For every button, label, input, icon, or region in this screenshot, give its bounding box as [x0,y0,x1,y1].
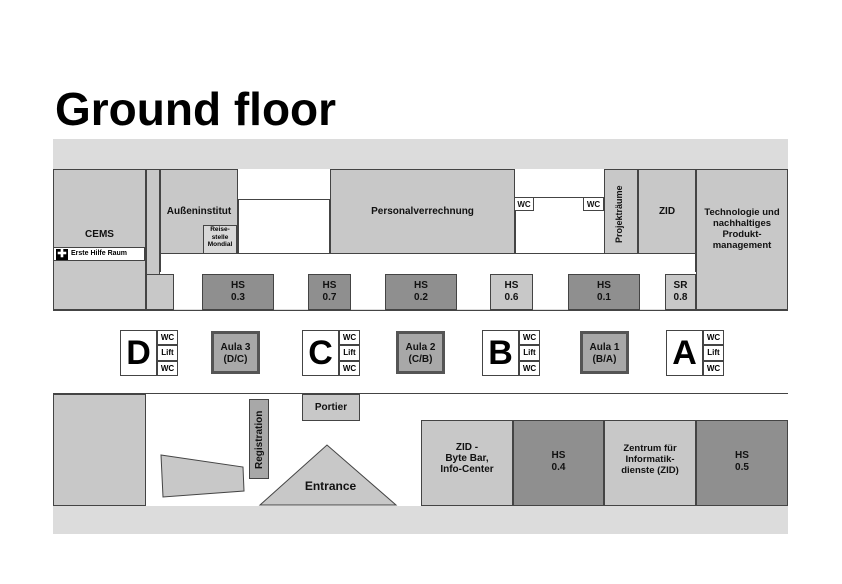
block-c-wc-bottom: WC [339,360,360,376]
room-projekt[interactable]: Projekträume [604,169,638,254]
aula-2-sub: (C/B) [408,354,433,365]
aula-1-name: Aula 1 [589,342,620,353]
zentrum-zid-label: Zentrum für Informatik- dienste (ZID) [621,443,679,476]
room-reisestelle[interactable]: Reise- stelle Mondial [203,225,237,254]
room-zid[interactable]: ZID [638,169,696,254]
portier-label: Portier [314,402,348,413]
room-personal[interactable] [330,169,515,254]
hs-0-1-num: 0.1 [597,292,611,303]
block-d-lift: Lift [157,345,178,361]
hs-0-7-num: 0.7 [322,292,337,303]
block-b-lift: Lift [519,345,540,361]
bottom-band [53,506,788,534]
block-b-wc-top: WC [519,330,540,346]
lecture-hall-0-1[interactable] [568,274,640,310]
hs-0-5-num: 0.5 [735,462,749,473]
sr-0-8-num: 0.8 [673,292,688,303]
room-tech-label: Technologie und nachhaltiges Produkt-man… [704,207,780,251]
room-projekt-label: Projekträume [614,185,624,243]
block-c[interactable]: C [302,330,339,376]
hs-0-1-name: HS [597,280,611,291]
seminar-room-0-8[interactable] [665,274,696,310]
aula-2[interactable] [396,331,445,374]
block-d-wc-bottom: WC [157,360,178,376]
page-title: Ground floor [55,83,337,135]
portier[interactable]: Portier [302,394,360,421]
room-aussen-label: Außeninstitut [166,206,232,217]
lecture-hall-0-5[interactable] [696,420,788,506]
room-blank-1 [238,199,330,254]
hs-0-6-name: HS [504,280,519,291]
aula-1-sub: (B/A) [592,354,617,365]
room-cems[interactable] [53,169,146,310]
lecture-hall-0-2[interactable] [385,274,457,310]
aula-1[interactable] [580,331,629,374]
block-b-wc-bottom: WC [519,360,540,376]
aula-3[interactable] [211,331,260,374]
floor-plan: CEMS ✚ Erste Hilfe Raum Außeninstitut Re… [53,139,788,534]
room-cems-label: CEMS [85,229,114,240]
room-bottom-left [53,394,146,506]
hs-0-2-name: HS [414,280,428,291]
aula-3-sub: (D/C) [223,354,248,365]
block-b[interactable]: B [482,330,519,376]
hs-0-5-name: HS [735,450,749,461]
wc-top-right: WC [583,197,604,211]
lecture-hall-0-6[interactable] [490,274,533,310]
hs-0-7-name: HS [322,280,337,291]
first-aid-cross-icon: ✚ [56,248,68,260]
hs-0-4-name: HS [551,450,566,461]
hs-0-6-num: 0.6 [504,292,519,303]
lecture-hall-0-7[interactable] [308,274,351,310]
room-tech[interactable] [696,169,788,310]
hs-0-3-name: HS [231,280,245,291]
slanted-room [160,454,245,498]
block-b-facilities: WC Lift WC [519,330,540,376]
block-a[interactable]: A [666,330,703,376]
block-c-wc-top: WC [339,330,360,346]
block-a-wc-bottom: WC [703,360,724,376]
block-c-facilities: WC Lift WC [339,330,360,376]
first-aid-label: Erste Hilfe Raum [71,250,128,257]
wc-top-left: WC [514,197,534,211]
sr-0-8-name: SR [673,280,688,291]
room-zid-byte-bar[interactable] [421,420,513,506]
room-personal-label: Personalverrechnung [371,206,474,217]
registration-desk[interactable]: Registration [249,399,269,479]
corridor-top [160,254,696,272]
entrance-label[interactable]: Entrance [304,479,357,493]
hs-0-4-num: 0.4 [551,462,566,473]
block-a-lift: Lift [703,345,724,361]
room-small-left [146,274,174,310]
entrance-triangle [258,444,398,506]
block-a-wc-top: WC [703,330,724,346]
first-aid-room[interactable]: ✚ Erste Hilfe Raum [53,247,145,261]
aula-2-name: Aula 2 [405,342,436,353]
hs-0-2-num: 0.2 [414,292,428,303]
lecture-hall-0-3[interactable] [202,274,274,310]
block-d-wc-top: WC [157,330,178,346]
block-d[interactable]: D [120,330,157,376]
room-zid-label: ZID [658,206,676,217]
hs-0-3-num: 0.3 [231,292,245,303]
room-zentrum-zid[interactable] [604,420,696,506]
block-a-facilities: WC Lift WC [703,330,724,376]
block-c-lift: Lift [339,345,360,361]
aula-3-name: Aula 3 [220,342,251,353]
zid-byte-bar-label: ZID - Byte Bar, Info-Center [440,442,494,475]
block-d-facilities: WC Lift WC [157,330,178,376]
lecture-hall-0-4[interactable] [513,420,604,506]
